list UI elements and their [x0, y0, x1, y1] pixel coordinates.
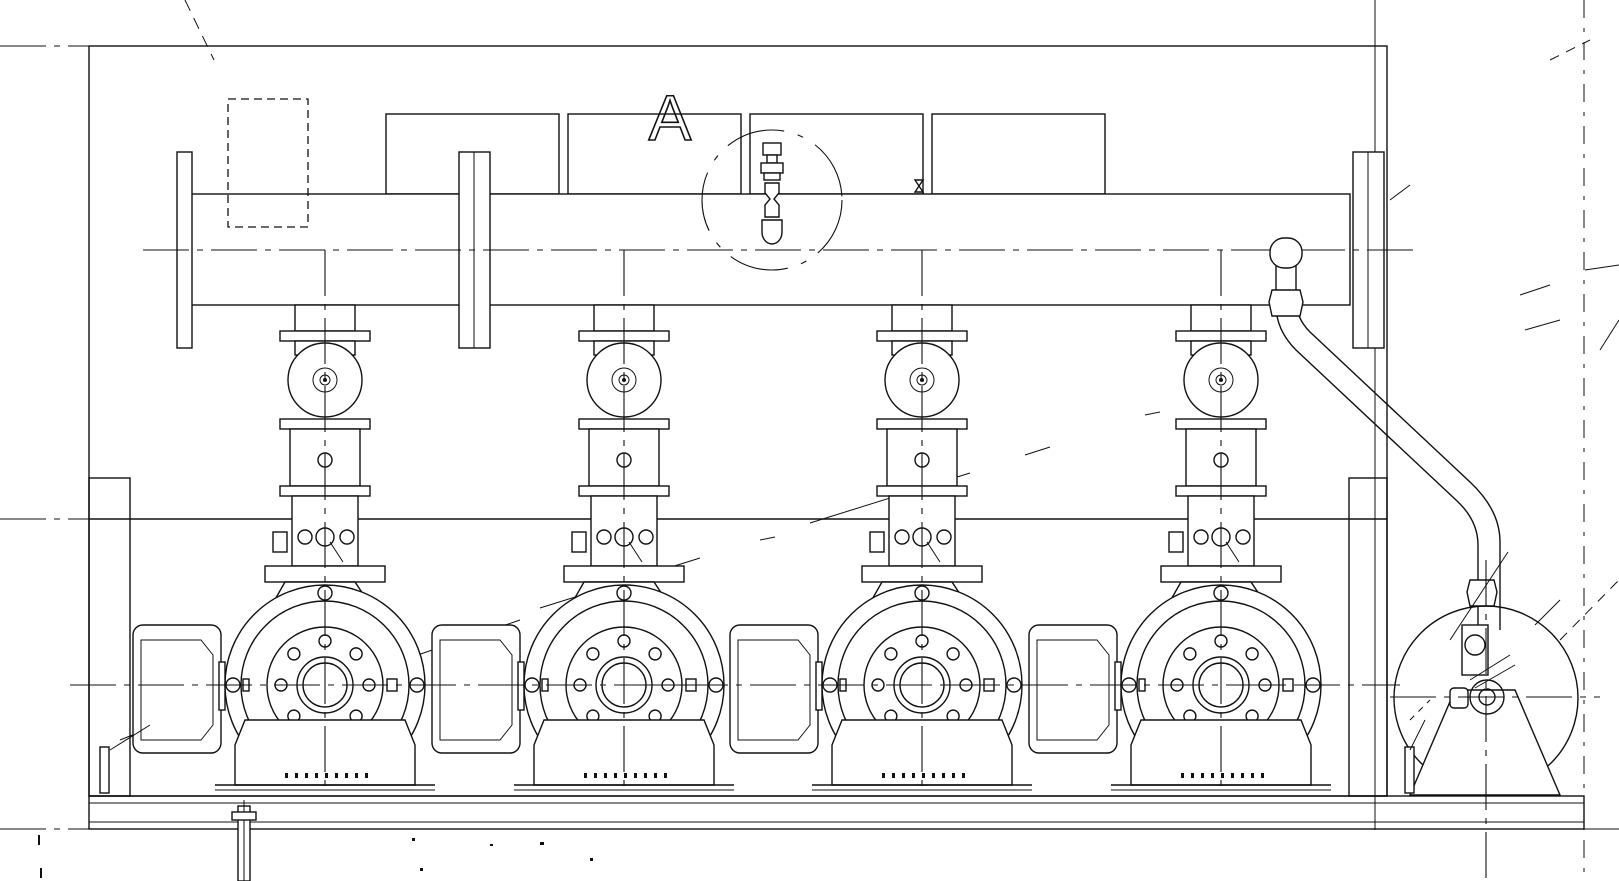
pump-1 [132, 250, 435, 791]
pump-units [70, 250, 1400, 791]
bolt-hole [1245, 647, 1259, 661]
anchor-bolts [99, 719, 1426, 881]
bolt-hole [287, 647, 301, 661]
casing-bolt [524, 677, 540, 693]
bolt-hole [884, 647, 898, 661]
coupling-guard [132, 624, 222, 754]
bolt-hole [648, 647, 662, 661]
bolt-hole [586, 647, 600, 661]
pressure-gauge-icon [760, 142, 784, 245]
section-label: A [649, 82, 692, 154]
bolt-hole [1183, 647, 1197, 661]
coupling-guard [1028, 624, 1118, 754]
bolt-hole [349, 647, 363, 661]
discharge-header: A [143, 81, 1415, 349]
pump-3 [729, 250, 1032, 791]
jockey-pipe [1268, 237, 1501, 630]
specks [38, 835, 593, 878]
coupling-guard [431, 624, 521, 754]
casing-bolt [1006, 677, 1022, 693]
coupling-guard [729, 624, 819, 754]
jockey-pump [1390, 551, 1600, 880]
bolt-hole [946, 647, 960, 661]
pump-4 [1028, 250, 1331, 791]
